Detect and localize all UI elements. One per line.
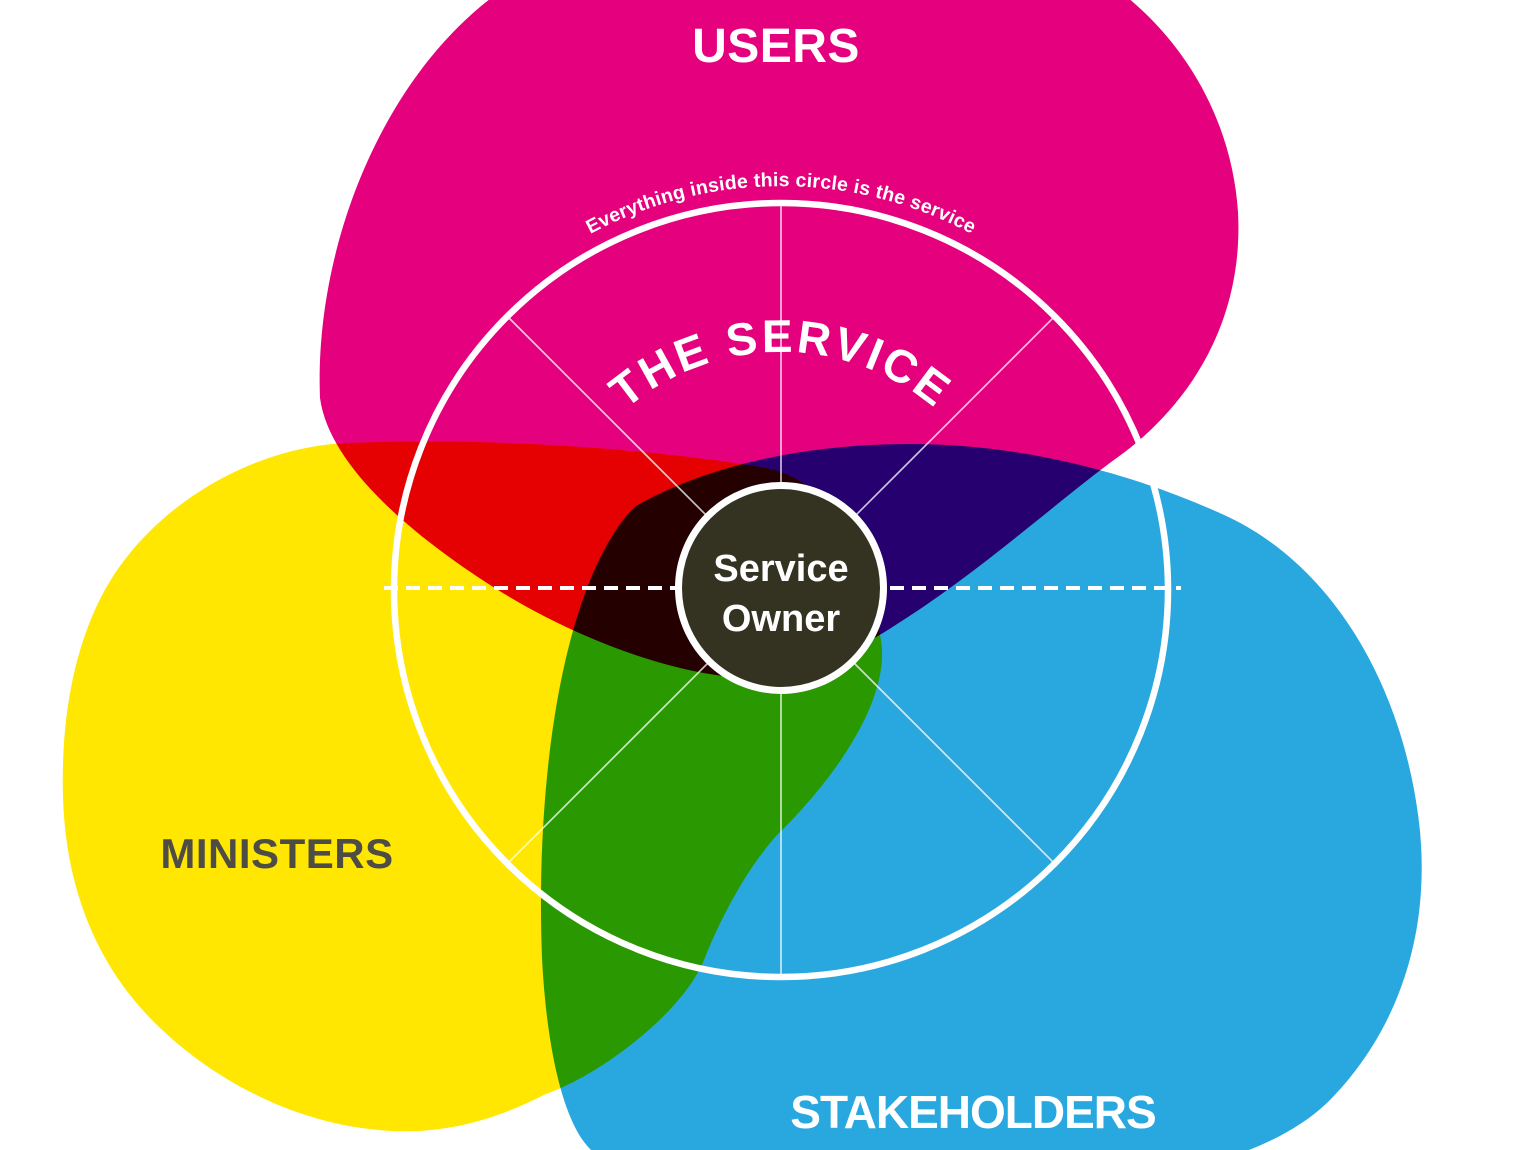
- service-owner-label-line2: Owner: [722, 598, 840, 640]
- users-label: USERS: [692, 20, 860, 73]
- stakeholders-label: STAKEHOLDERS: [790, 1086, 1155, 1138]
- service-owner-circle: [675, 482, 887, 694]
- blob-group: [62, 0, 1422, 1150]
- ministers-label: MINISTERS: [160, 830, 393, 877]
- service-circle-outline: [390, 199, 1172, 981]
- service-owner-label-line1: Service: [713, 548, 848, 590]
